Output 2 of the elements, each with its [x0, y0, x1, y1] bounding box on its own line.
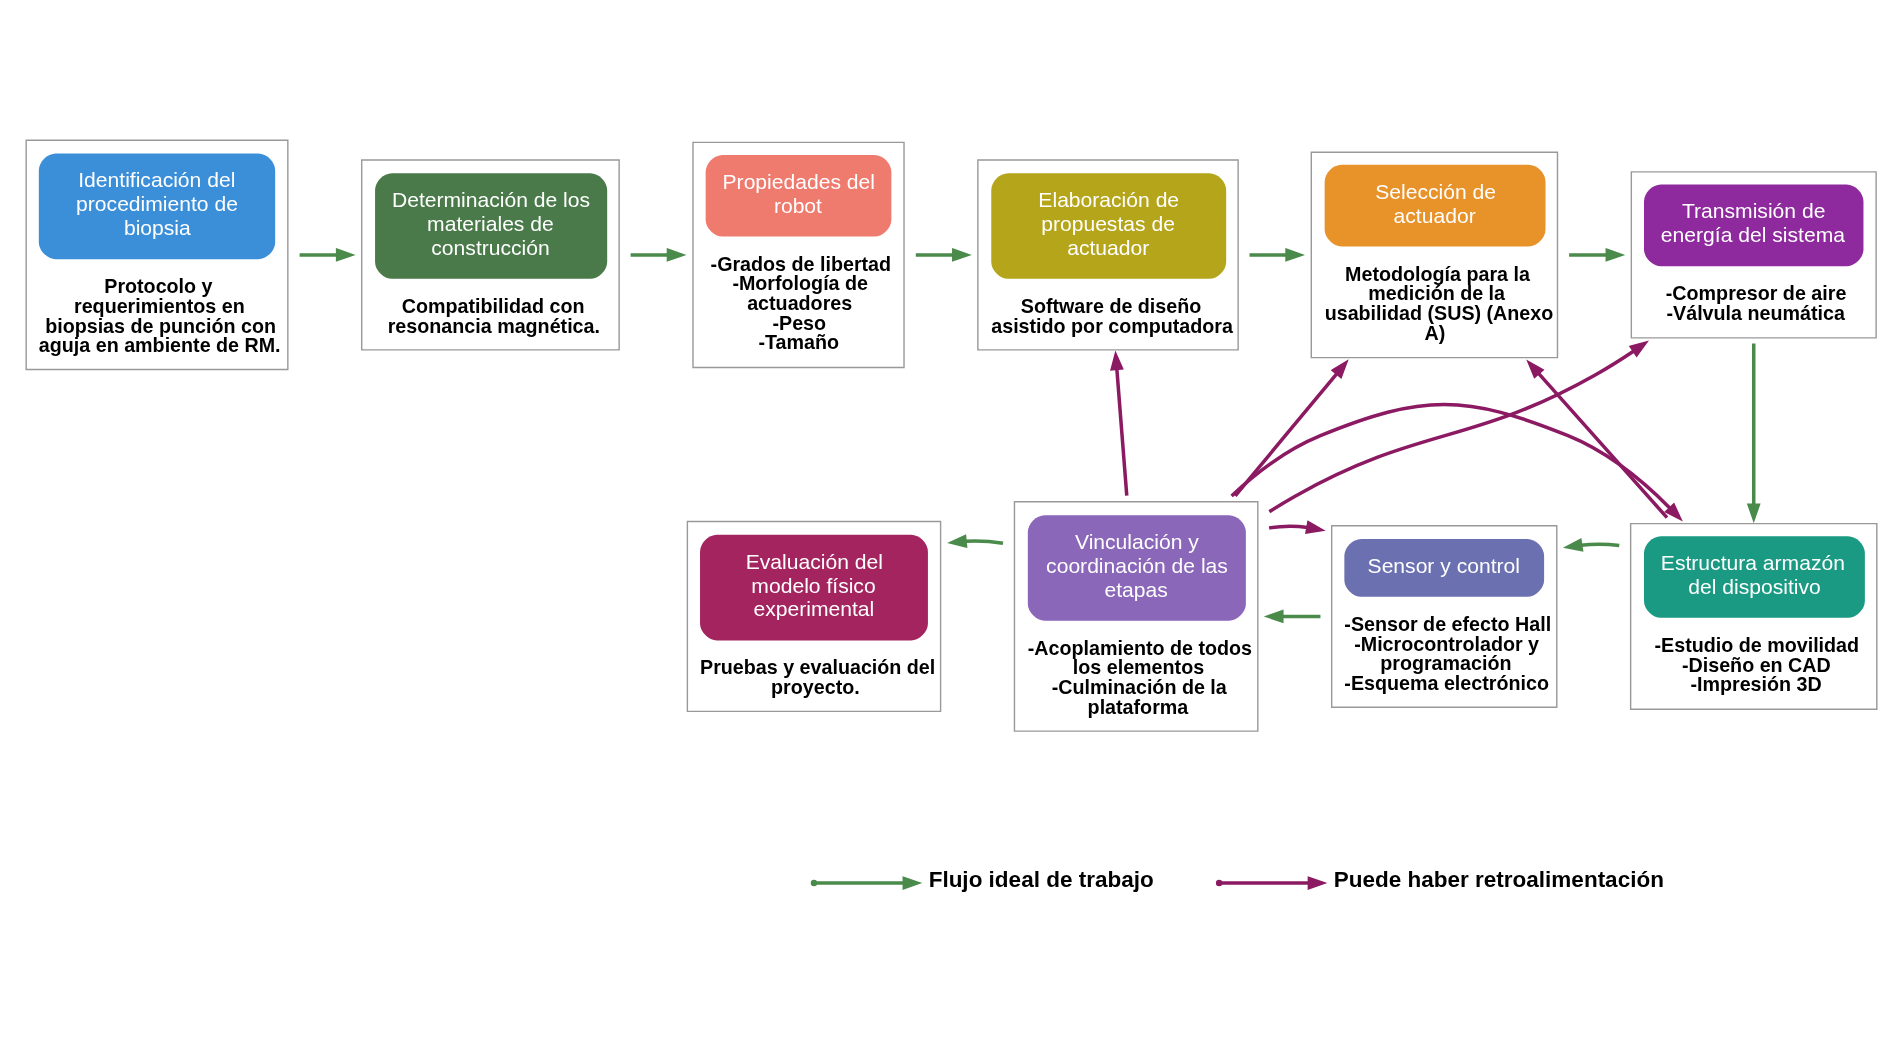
legend-label: Flujo ideal de trabajo: [928, 866, 1154, 892]
legend-label: Puede haber retroalimentación: [1333, 866, 1664, 892]
